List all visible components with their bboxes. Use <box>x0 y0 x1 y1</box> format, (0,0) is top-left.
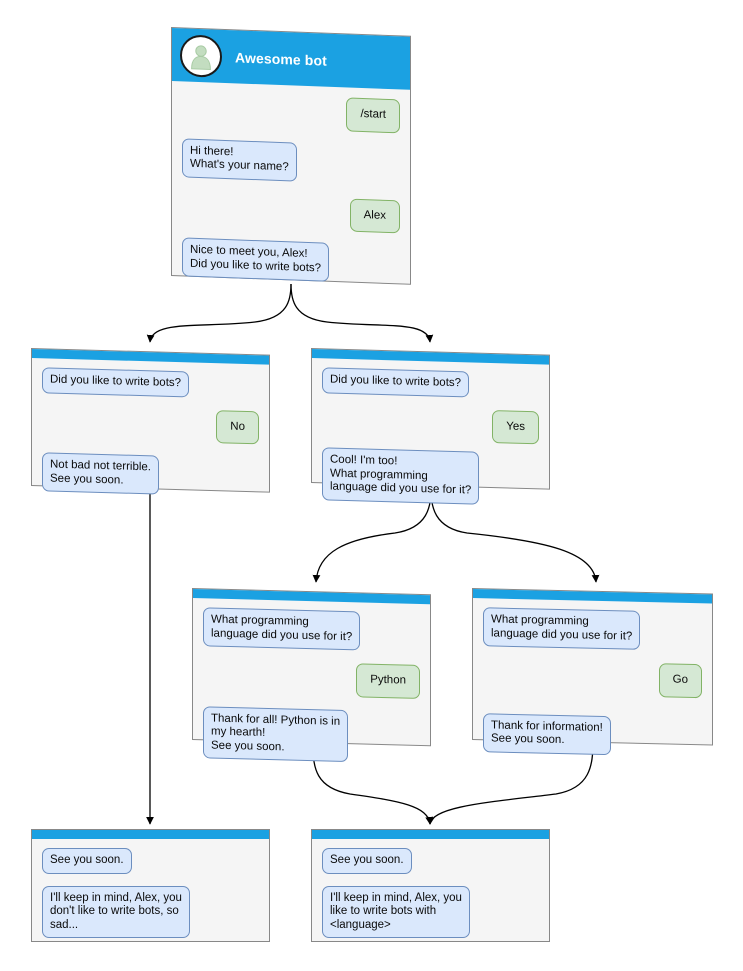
bot-bubble[interactable]: What programming language did you use fo… <box>483 607 641 650</box>
message-row: Yes <box>322 405 539 445</box>
message-row: Alex <box>182 192 400 234</box>
bot-bubble[interactable]: Did you like to write bots? <box>42 367 190 397</box>
avatar <box>180 33 222 78</box>
start-chat-window[interactable]: Awesome bot /start Hi there! What's your… <box>171 27 411 285</box>
language-go-window[interactable]: What programming language did you use fo… <box>472 588 713 755</box>
bot-bubble[interactable]: Nice to meet you, Alex! Did you like to … <box>182 237 330 282</box>
answer-yes-window[interactable]: Did you like to write bots? Yes Cool! I'… <box>311 348 550 505</box>
message-row: See you soon. <box>42 848 259 874</box>
bot-bubble[interactable]: I'll keep in mind, Alex, you don't like … <box>42 885 190 938</box>
chat-body: Did you like to write bots? No Not bad n… <box>32 358 269 497</box>
person-icon <box>191 44 211 70</box>
chat-body: Did you like to write bots? Yes Cool! I'… <box>312 358 549 505</box>
message-row: Cool! I'm too! What programming language… <box>322 447 539 506</box>
user-bubble[interactable]: /start <box>346 97 400 133</box>
bot-bubble[interactable]: What programming language did you use fo… <box>203 607 361 651</box>
message-row: I'll keep in mind, Alex, you like to wri… <box>322 885 539 938</box>
user-bubble[interactable]: Yes <box>492 409 539 445</box>
message-row: See you soon. <box>322 848 539 874</box>
message-row: /start <box>182 91 400 133</box>
chat-body: What programming language did you use fo… <box>193 598 430 763</box>
user-bubble[interactable]: No <box>216 409 259 445</box>
message-row: Hi there! What's your name? <box>182 137 400 185</box>
bot-bubble[interactable]: Thank for information! See you soon. <box>483 712 611 755</box>
user-bubble[interactable]: Go <box>658 663 702 698</box>
message-row: Thank for all! Python is in my hearth! S… <box>203 705 420 764</box>
message-row: Not bad not terrible. See you soon. <box>42 452 259 497</box>
bot-bubble[interactable]: Did you like to write bots? <box>322 367 470 397</box>
message-row: No <box>42 405 259 445</box>
message-row: Nice to meet you, Alex! Did you like to … <box>182 237 400 284</box>
message-row: Did you like to write bots? <box>42 367 259 399</box>
bot-bubble[interactable]: Hi there! What's your name? <box>182 137 297 182</box>
language-python-window[interactable]: What programming language did you use fo… <box>192 588 431 763</box>
message-row: Python <box>203 659 420 699</box>
user-bubble[interactable]: Alex <box>349 198 400 234</box>
farewell-yes-window[interactable]: See you soon. I'll keep in mind, Alex, y… <box>311 829 550 942</box>
message-row: What programming language did you use fo… <box>203 607 420 652</box>
bot-bubble[interactable]: See you soon. <box>322 848 412 874</box>
user-bubble[interactable]: Python <box>356 663 420 699</box>
message-row: Go <box>483 659 702 698</box>
message-row: What programming language did you use fo… <box>483 607 702 651</box>
message-row: Did you like to write bots? <box>322 367 539 399</box>
bot-bubble[interactable]: Not bad not terrible. See you soon. <box>42 452 160 495</box>
chat-body: See you soon. I'll keep in mind, Alex, y… <box>312 839 549 943</box>
edge-yes-to-python <box>312 489 432 583</box>
edge-start-to-yes <box>290 283 434 343</box>
chat-window-header: Awesome bot <box>172 28 410 90</box>
chat-body: /start Hi there! What's your name? Alex … <box>172 81 410 286</box>
bot-bubble[interactable]: Cool! I'm too! What programming language… <box>322 447 480 505</box>
chat-body: What programming language did you use fo… <box>473 598 712 755</box>
chat-window-header <box>32 830 269 839</box>
bot-bubble[interactable]: I'll keep in mind, Alex, you like to wri… <box>322 885 470 938</box>
farewell-no-window[interactable]: See you soon. I'll keep in mind, Alex, y… <box>31 829 270 942</box>
chat-body: See you soon. I'll keep in mind, Alex, y… <box>32 839 269 943</box>
message-row: Thank for information! See you soon. <box>483 712 702 757</box>
chat-window-header <box>312 830 549 839</box>
bot-bubble[interactable]: See you soon. <box>42 848 132 874</box>
bot-bubble[interactable]: Thank for all! Python is in my hearth! S… <box>203 705 349 763</box>
answer-no-window[interactable]: Did you like to write bots? No Not bad n… <box>31 348 270 497</box>
message-row: I'll keep in mind, Alex, you don't like … <box>42 885 259 938</box>
edge-start-to-no <box>146 283 292 343</box>
bot-name-label: Awesome bot <box>235 48 327 69</box>
